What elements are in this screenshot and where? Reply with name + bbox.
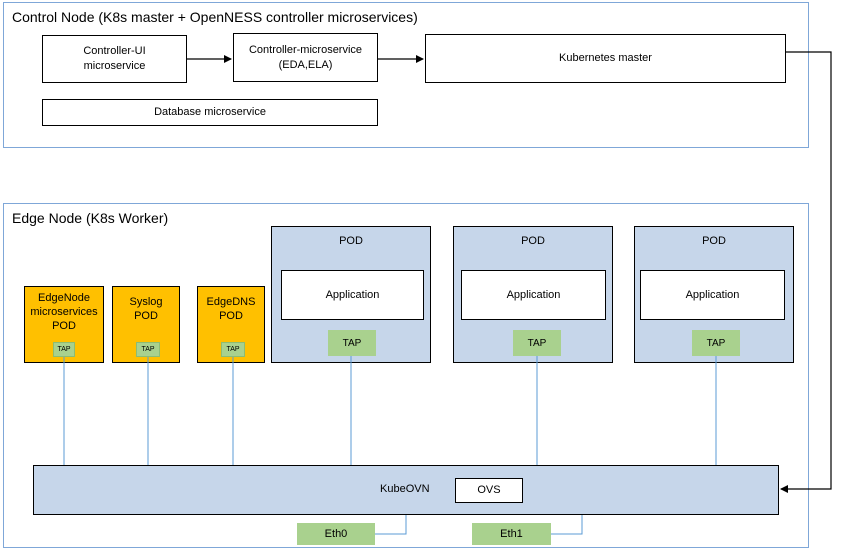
pod-2-tap: TAP — [513, 330, 561, 356]
syslog-pod-label: Syslog POD — [129, 296, 163, 322]
controller-ui-label: Controller-UI microservice — [83, 45, 146, 72]
eth0-interface: Eth0 — [297, 523, 375, 545]
edgedns-pod-label: EdgeDNS POD — [206, 296, 256, 322]
link-eth0 — [375, 515, 407, 535]
pod-3-tap-label: TAP — [706, 337, 726, 349]
link-eth1 — [551, 515, 583, 535]
eth0-label: Eth0 — [324, 528, 348, 540]
database-microservice-label: Database microservice — [154, 106, 266, 118]
controller-microservice-sublabel: (EDA,ELA) — [278, 58, 333, 71]
application-box-3: Application — [640, 270, 785, 320]
pod-3-tap: TAP — [692, 330, 740, 356]
syslog-tap: TAP — [136, 342, 160, 357]
application-2-label: Application — [506, 289, 561, 301]
pod-1-tap: TAP — [328, 330, 376, 356]
database-microservice-box: Database microservice — [42, 99, 378, 126]
pod-2-tap-label: TAP — [527, 337, 547, 349]
edgenode-tap: TAP — [53, 342, 75, 357]
pod-1-label: POD — [339, 235, 363, 247]
ovs-box: OVS — [455, 478, 523, 503]
eth1-label: Eth1 — [500, 528, 523, 540]
edgenode-microservices-pod-label: EdgeNode microservices POD — [30, 292, 98, 332]
eth1-interface: Eth1 — [472, 523, 551, 545]
application-1-label: Application — [325, 289, 380, 301]
pod-1-tap-label: TAP — [342, 337, 362, 349]
pod-3-label: POD — [702, 235, 726, 247]
application-box-1: Application — [281, 270, 424, 320]
controller-ui-box: Controller-UI microservice — [42, 35, 187, 83]
arrow-k8s-master-to-kubeovn — [780, 51, 832, 493]
ovs-label: OVS — [477, 484, 501, 496]
control-node-title: Control Node (K8s master + OpenNESS cont… — [12, 9, 418, 25]
kubeovn-label: KubeOVN — [380, 483, 430, 495]
edgedns-tap-label: TAP — [226, 346, 240, 353]
kubernetes-master-label: Kubernetes master — [559, 52, 652, 64]
kubeovn-box: KubeOVN — [33, 465, 779, 515]
controller-microservice-label: Controller-microservice — [248, 43, 363, 56]
syslog-tap-label: TAP — [141, 346, 155, 353]
edge-node-title: Edge Node (K8s Worker) — [12, 210, 169, 226]
kubernetes-master-box: Kubernetes master — [425, 34, 786, 83]
pod-2-label: POD — [521, 235, 545, 247]
application-box-2: Application — [461, 270, 606, 320]
edgenode-tap-label: TAP — [57, 346, 71, 353]
edgedns-tap: TAP — [221, 342, 245, 357]
application-3-label: Application — [685, 289, 740, 301]
controller-microservice-box: Controller-microservice (EDA,ELA) — [233, 33, 378, 82]
